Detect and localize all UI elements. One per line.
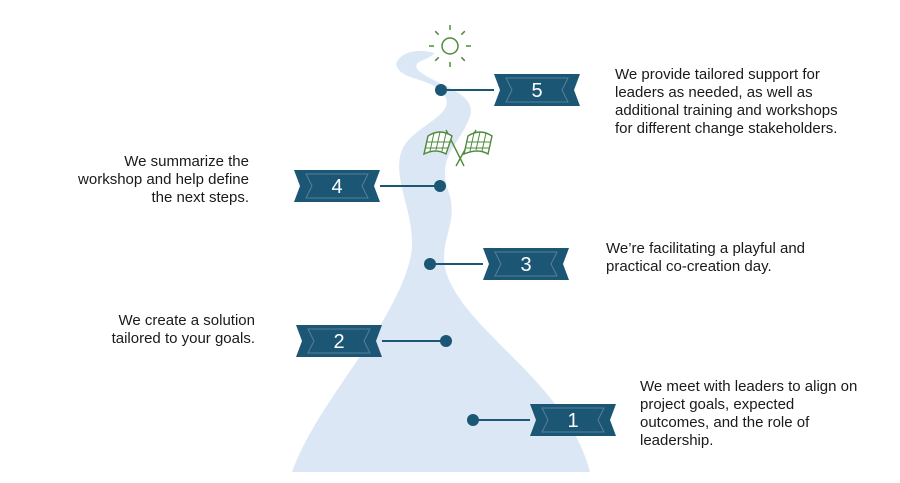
step-5-banner: 5 [494, 74, 580, 106]
step-4-description: We summarize the workshop and help defin… [78, 153, 249, 206]
step-2-description: We create a solution tailored to your go… [111, 312, 255, 347]
step-5-dot [435, 84, 447, 96]
step-4-banner: 4 [294, 170, 380, 202]
sun-icon [429, 25, 471, 67]
step-2-dot [440, 335, 452, 347]
step-2-banner: 2 [296, 325, 382, 357]
step-1-banner: 1 [530, 404, 616, 436]
step-1-number: 1 [567, 410, 578, 432]
step-4-number: 4 [331, 176, 342, 198]
step-4-dot [434, 180, 446, 192]
step-2-number: 2 [333, 331, 344, 353]
step-5-description: We provide tailored support for leaders … [615, 66, 838, 137]
step-1-description: We meet with leaders to align on project… [640, 378, 858, 449]
step-3-number: 3 [520, 254, 531, 276]
step-1-dot [467, 414, 479, 426]
step-5-number: 5 [531, 80, 542, 102]
step-3-dot [424, 258, 436, 270]
checkered-flags-icon [422, 129, 493, 167]
winding-path [292, 50, 590, 473]
step-3-banner: 3 [483, 248, 569, 280]
step-3-description: We’re facilitating a playful and practic… [606, 240, 805, 275]
